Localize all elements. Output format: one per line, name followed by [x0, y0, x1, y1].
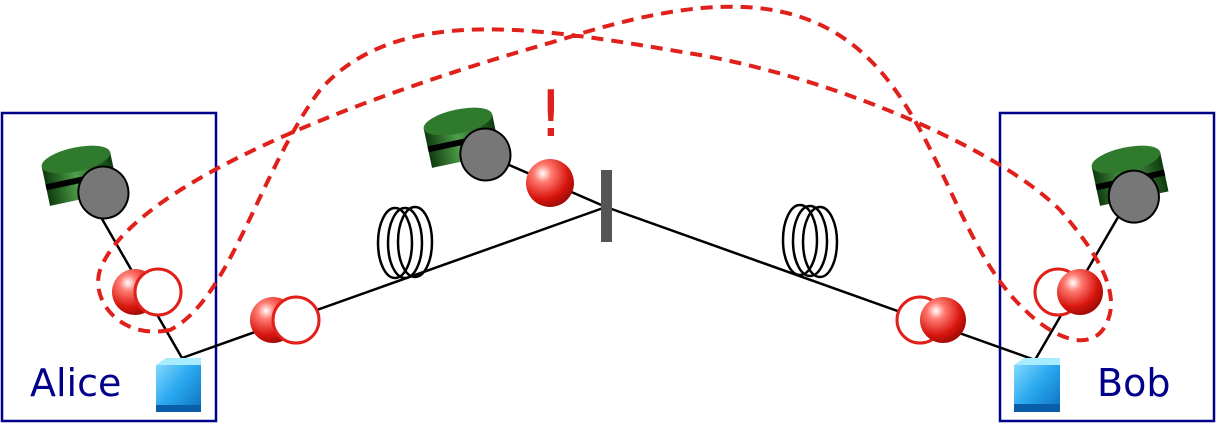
photon-empty-icon	[133, 267, 183, 317]
fiber-coil-icon	[376, 205, 434, 280]
alice-label: Alice	[30, 361, 121, 405]
alert-mark: !	[538, 78, 564, 152]
photon-pair-channel-right	[895, 295, 966, 345]
fiber-coil-icon	[781, 203, 839, 279]
photon-empty-icon	[271, 295, 321, 345]
fiber-splitter-to-bob	[605, 205, 1036, 362]
alice-box	[0, 111, 218, 423]
photodetector-icon	[41, 145, 130, 220]
photon-filled-icon	[526, 159, 574, 207]
crystal-source-icon	[1014, 358, 1060, 412]
photon-pair-bob	[1033, 267, 1103, 317]
bob-box	[998, 111, 1216, 423]
fiber-alice-to-splitter	[181, 205, 607, 360]
bob-label: Bob	[1097, 361, 1170, 405]
photodetector-icon	[423, 107, 512, 182]
dashed-link-alice-loop	[96, 4, 1114, 343]
photon-filled-icon	[1057, 269, 1103, 315]
photon-pair-channel-left	[250, 295, 321, 345]
photodetector-icon	[1091, 145, 1169, 224]
photon-filled-icon	[920, 297, 966, 343]
photon-pair-alice	[112, 267, 183, 317]
beam-splitter-icon	[601, 170, 612, 242]
crystal-source-icon	[156, 358, 201, 412]
entanglement-dashed-links	[96, 4, 1114, 343]
